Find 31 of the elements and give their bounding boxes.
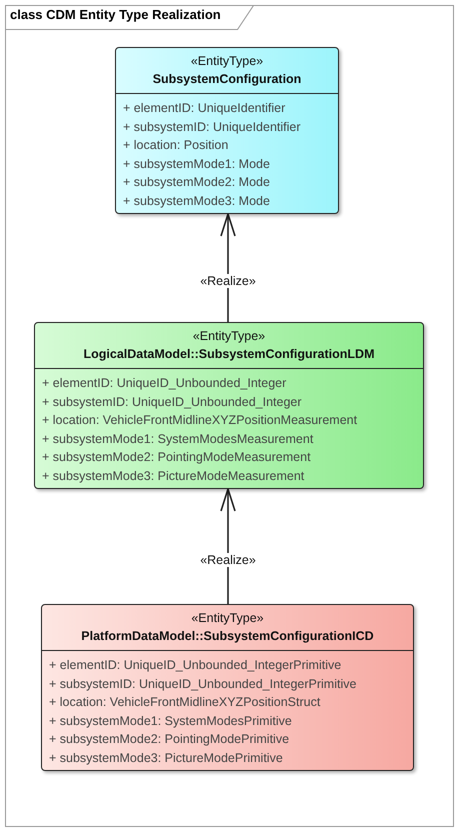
class-box [41,604,414,771]
attribute-text: + subsystemMode1: SystemModesMeasurement [42,430,314,448]
attribute-text: + elementID: UniqueID_Unbounded_Integer [42,375,286,392]
attribute-text: + location: Position [123,137,228,154]
edge-label: «Realize» [199,553,257,567]
attribute-text: + subsystemMode3: PictureModeMeasurement [42,468,304,485]
edge-label: «Realize» [199,274,257,288]
attribute-text: + subsystemMode2: PointingModePrimitive [49,731,290,748]
attribute-text: + subsystemMode3: Mode [123,192,270,210]
diagram-title: class CDM Entity Type Realization [10,7,221,22]
class-name: SubsystemConfiguration [152,71,302,88]
attribute-text: + subsystemMode2: PointingModeMeasurement [42,449,311,466]
attribute-text: + subsystemMode2: Mode [123,174,270,191]
stereotype-label: «EntityType» [190,53,264,70]
realization-arrow [220,488,236,604]
class-name: PlatformDataModel::SubsystemConfigurationICD [81,628,374,645]
attribute-text: + subsystemMode1: SystemModesPrimitive [49,712,292,730]
stereotype-label: «EntityType» [191,610,264,627]
attribute-text: + elementID: UniqueIdentifier [123,100,286,117]
attribute-text: + subsystemMode1: Mode [123,156,270,173]
attribute-text: + location: VehicleFrontMidlineXYZPositionStruct [49,694,320,711]
class-box [115,47,339,214]
attribute-text: + subsystemID: UniqueIdentifier [123,118,301,136]
stereotype-label: «EntityType» [192,328,266,345]
class-name: LogicalDataModel::SubsystemConfigurationLDM [84,346,374,363]
attribute-text: + subsystemMode3: PictureModePrimitive [49,750,283,767]
attribute-text: + subsystemID: UniqueID_Unbounded_IntegerPrimitive [49,676,356,693]
attribute-text: + elementID: UniqueID_Unbounded_IntegerPrimitive [49,657,342,674]
class-box [34,322,424,489]
attribute-text: + subsystemID: UniqueID_Unbounded_Integer [42,394,302,411]
attribute-text: + location: VehicleFrontMidlineXYZPositionMeasurement [42,412,358,429]
